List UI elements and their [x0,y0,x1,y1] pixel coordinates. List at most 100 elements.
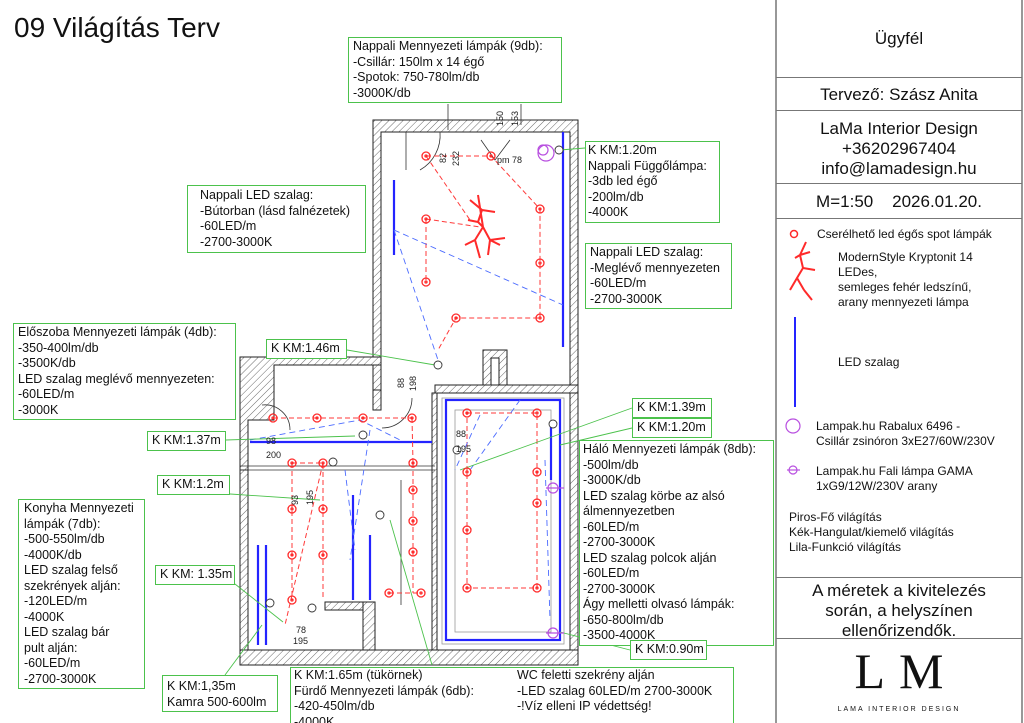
spot-lamp-center [387,591,391,595]
spot-lamp-center [361,416,365,420]
label-line: -Bútorban (lásd falnézetek) [200,203,351,218]
spot-lamp-center [454,316,458,320]
spot-lamp-center [321,553,325,557]
legend-spot: Cserélhető led égős spot lámpák [817,227,992,241]
spot-lamp-center [410,416,414,420]
label-line: -3000K/db [583,473,641,487]
dim-label: 153 [510,111,520,126]
legend [776,218,1022,577]
label-line: pult alján: [24,640,78,655]
label-line: -2700-3000K [583,535,656,549]
spot-lamp-icon [535,313,545,323]
dimension-note: A méretek a kivitelezés során, a helyszí… [776,577,1022,640]
logo: LM LAMA INTERIOR DESIGN [776,638,1022,723]
legend-line: ModernStyle Kryptonit 14 [838,250,973,264]
label-line: K KM:1.65m (tükörnek) [294,668,423,682]
label-line: -Spotok: 750-780lm/db [353,70,480,84]
company-info: LaMa Interior Design +36202967404 info@l… [776,110,1022,183]
logo-letters: LM [854,643,958,699]
spot-lamp-icon [421,151,431,161]
spot-lamp-center [321,507,325,511]
dim-label: 195 [456,444,471,454]
scale-value: M=1:50 [816,192,874,211]
label-line: -!Víz elleni IP védettség! [517,699,652,713]
red-spot-icon [789,229,799,239]
label-line: Előszoba Mennyezeti lámpák (4db): [18,325,217,339]
page-title: 09 Világítás Terv [14,12,220,43]
label-kamra: K KM:1,35m Kamra 500-600lm [162,675,278,712]
label-line: LED szalag meglévő mennyezeten: [18,371,215,386]
color-key-blue: Kék-Hangulat/kiemelő világítás [789,525,954,539]
label-km-090: K KM:0.90m [630,640,707,660]
label-line: -2700-3000K [24,671,97,686]
label-line: -3000K/db [353,85,411,100]
company-email[interactable]: info@lamadesign.hu [821,159,977,178]
pendant-lamp-icon [537,144,555,162]
label-km-120: K KM:1.20m [632,418,712,438]
client-field: Ügyfél [874,29,924,48]
dim-label: 98 [266,436,276,446]
label-line: K KM:1.20m [588,143,657,157]
spot-lamp-center [465,528,469,532]
chandelier-icon [464,194,506,259]
led-strips [250,132,565,645]
legend-line: arany mennyezeti lámpa [838,295,969,309]
mood-light-circuits [249,229,564,621]
pendant-lamp-icon [785,418,801,434]
legend-line: Lampak.hu Fali lámpa GAMA [816,464,973,478]
legend-wall-lamp: Lampak.hu Fali lámpa GAMA 1xG9/12W/230V … [816,464,973,494]
spot-lamp-center [290,553,294,557]
spot-lamp-center [315,416,319,420]
dim-label: 82 [438,153,448,163]
spot-lamp-center [538,207,542,211]
label-konyha: Konyha Mennyezeti lámpák (7db): -500-550… [18,499,145,689]
legend-line: 1xG9/12W/230V arany [816,479,938,493]
spot-lamp-center [424,217,428,221]
legend-icons [785,229,816,475]
label-line: -3db led égő [588,174,658,188]
label-line: -500lm/db [583,457,639,472]
note-line: ellenőrizendők. [841,621,957,640]
spot-lamp-center [419,591,423,595]
note-line: során, a helyszínen [825,601,973,620]
label-line: LED szalag polcok alján [583,550,717,565]
spot-lamp-center [424,154,428,158]
dim-label: 232 [451,151,461,166]
spot-lamp-icon [312,413,322,423]
label-line: K KM:1,35m [167,679,236,693]
spot-lamp-icon [384,588,394,598]
spot-lamp-center [465,470,469,474]
spot-lamp-center [321,461,325,465]
label-line: -60LED/m [200,219,257,233]
label-line: -3000K [18,402,59,417]
label-nappali-led-left: Nappali LED szalag: -Bútorban (lásd faln… [187,185,366,253]
label-line: szekrények alján: [24,578,121,593]
label-km-12: K KM:1.2m [157,475,230,495]
label-line: -2700-3000K [590,291,663,306]
spot-lamp-icon [287,550,297,560]
spot-lamp-icon [287,458,297,468]
spot-lamp-icon [268,413,278,423]
spot-lamp-icon [408,458,418,468]
dim-label: 88 [396,378,406,388]
label-km-135: K KM: 1.35m [155,565,235,585]
label-line: -2700-3000K [583,581,656,596]
legend-line: Lampak.hu Rabalux 6496 - [816,419,961,433]
label-line: -60LED/m [583,566,640,580]
spot-lamp-icon [462,408,472,418]
label-line: -Meglévő mennyezeten [590,260,720,275]
spot-lamp-icon [287,504,297,514]
label-line: -60LED/m [24,656,81,670]
label-line: -4000K [24,609,65,624]
designer-field: Tervező: Szász Anita [776,77,1022,110]
wall-lamp-icon [546,482,564,639]
label-line: -3500K/db [18,356,76,370]
spot-lamp-icon [532,498,542,508]
logo-text: LAMA INTERIOR DESIGN [776,705,1022,714]
spot-lamp-center [290,507,294,511]
label-line: -500-550lm/db [24,532,105,546]
spot-lamp-icon [408,485,418,495]
label-line: Nappali LED szalag: [200,188,314,202]
